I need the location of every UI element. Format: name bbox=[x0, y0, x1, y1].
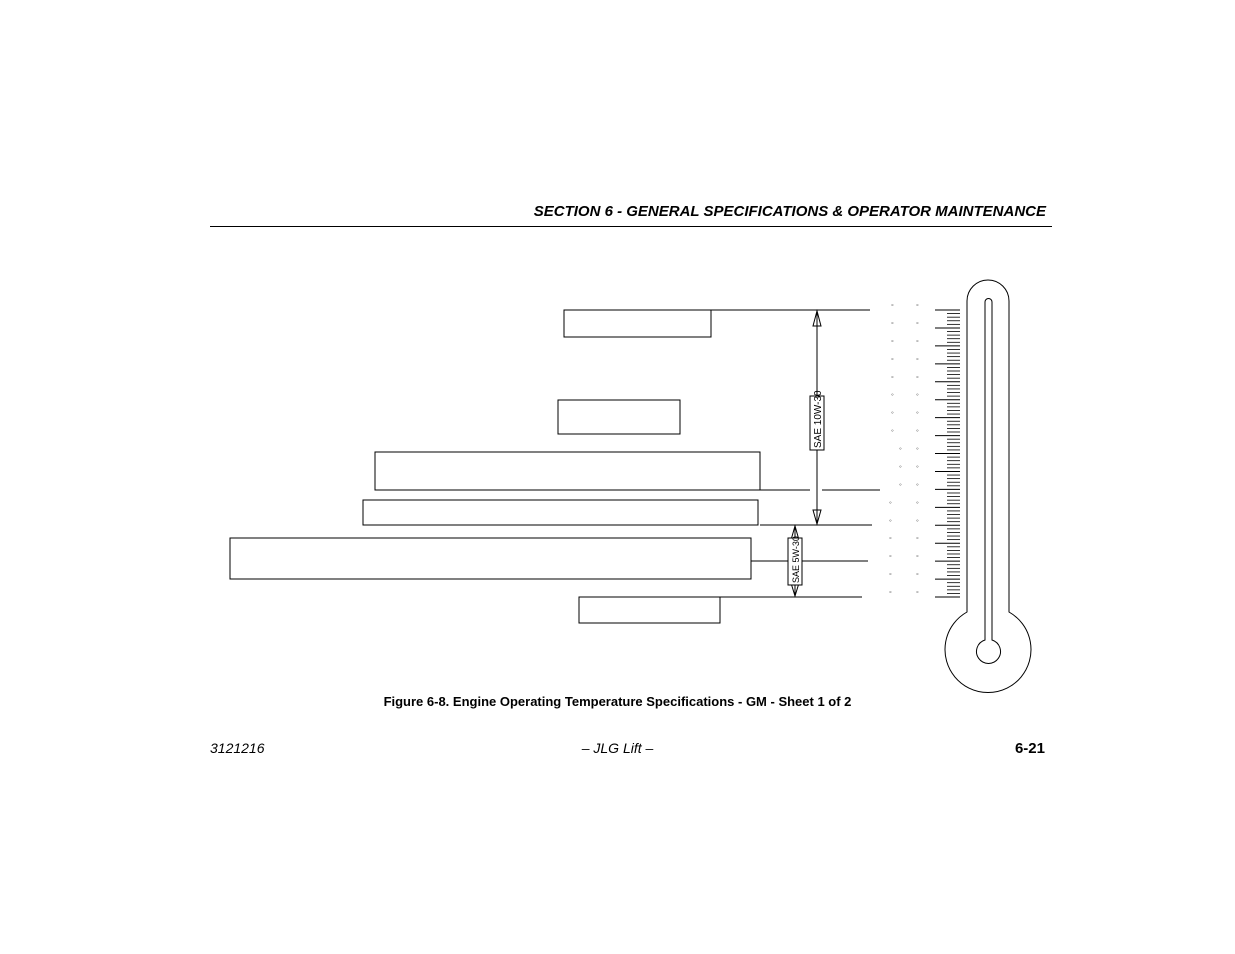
degree-label: ° bbox=[891, 393, 894, 401]
degree-label: ° bbox=[916, 464, 919, 472]
section-header: SECTION 6 - GENERAL SPECIFICATIONS & OPE… bbox=[533, 203, 1046, 220]
degree-label: ° bbox=[916, 572, 919, 580]
degree-label: ° bbox=[891, 339, 894, 347]
degree-label: ° bbox=[916, 554, 919, 562]
degree-label: ° bbox=[916, 375, 919, 383]
degree-label: ° bbox=[916, 518, 919, 526]
doc-number: 3121216 bbox=[210, 740, 265, 756]
degree-label: ° bbox=[889, 500, 892, 508]
degree-label: ° bbox=[916, 411, 919, 419]
degree-label: ° bbox=[916, 482, 919, 490]
degree-label: ° bbox=[916, 339, 919, 347]
degree-label: ° bbox=[916, 500, 919, 508]
degree-label: ° bbox=[916, 429, 919, 437]
label-box bbox=[557, 399, 681, 435]
degree-label: ° bbox=[916, 447, 919, 455]
degree-label: ° bbox=[891, 429, 894, 437]
thermometer-icon bbox=[944, 279, 1032, 694]
degree-label: ° bbox=[889, 590, 892, 598]
oil-range-label-10w30: SAE 10W-30 bbox=[813, 390, 824, 448]
temperature-scale: ° ° ° ° ° ° ° ° ° ° ° ° ° ° ° ° ° ° ° ° ° ° ° ° ° ° ° ° ° ° ° ° ° ° bbox=[889, 303, 960, 598]
degree-label: ° bbox=[889, 572, 892, 580]
degree-label: ° bbox=[916, 321, 919, 329]
label-box bbox=[563, 309, 712, 338]
degree-label: ° bbox=[916, 536, 919, 544]
label-box bbox=[362, 499, 759, 526]
degree-label: ° bbox=[889, 554, 892, 562]
degree-label: ° bbox=[891, 411, 894, 419]
label-box bbox=[229, 537, 752, 580]
label-box bbox=[374, 451, 761, 491]
degree-label: ° bbox=[916, 357, 919, 365]
figure-caption: Figure 6-8. Engine Operating Temperature… bbox=[383, 694, 852, 709]
degree-label: ° bbox=[891, 303, 894, 311]
degree-label: ° bbox=[916, 393, 919, 401]
label-box bbox=[578, 596, 721, 624]
degree-label: ° bbox=[899, 447, 902, 455]
oil-range-label-5w30: SAE 5W-30 bbox=[791, 536, 801, 583]
page-number: 6-21 bbox=[1014, 740, 1045, 757]
degree-label: ° bbox=[916, 303, 919, 311]
degree-label: ° bbox=[889, 518, 892, 526]
footer-center: – JLG Lift – bbox=[581, 740, 654, 756]
degree-label: ° bbox=[899, 482, 902, 490]
header-rule bbox=[210, 226, 1052, 227]
degree-label: ° bbox=[891, 375, 894, 383]
degree-label: ° bbox=[891, 357, 894, 365]
degree-label: ° bbox=[891, 321, 894, 329]
degree-label: ° bbox=[916, 590, 919, 598]
degree-label: ° bbox=[899, 464, 902, 472]
degree-label: ° bbox=[889, 536, 892, 544]
